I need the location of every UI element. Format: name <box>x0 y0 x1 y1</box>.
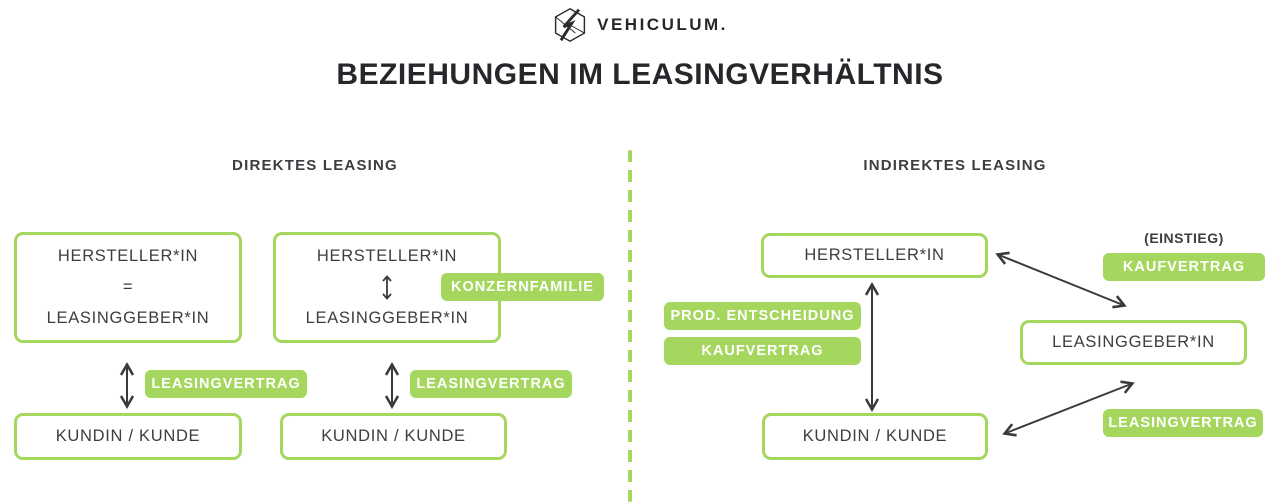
entry-point-label: (EINSTIEG) <box>1144 230 1224 246</box>
indirect-lessor-box: LEASINGGEBER*IN <box>1020 320 1247 365</box>
section-divider-dashed-line <box>628 150 632 502</box>
manufacturer-lessor-arrow-indirect <box>999 255 1123 305</box>
vehiculum-logo-text: VEHICULUM. <box>597 15 728 34</box>
product-decision-badge: PROD. ENTSCHEIDUNG <box>664 302 861 330</box>
direct-customer-box-1: KUNDIN / KUNDE <box>14 413 242 460</box>
lessor-customer-arrow-indirect <box>1006 384 1131 433</box>
group-family-badge: KONZERNFAMILIE <box>441 273 604 301</box>
indirect-customer-box: KUNDIN / KUNDE <box>762 413 988 460</box>
box-line: LEASINGGEBER*IN <box>305 309 469 327</box>
vehiculum-logo: VEHICULUM. <box>0 6 1280 44</box>
vehiculum-logo-icon <box>554 7 586 43</box>
purchase-contract-badge-top: KAUFVERTRAG <box>1103 253 1265 281</box>
direct-manufacturer-equals-lessor-box: HERSTELLER*IN = LEASINGGEBER*IN <box>14 232 242 343</box>
box-line: LEASINGGEBER*IN <box>46 309 210 327</box>
direct-leasing-heading: DIREKTES LEASING <box>232 157 398 174</box>
leasing-contract-badge-direct-1: LEASINGVERTRAG <box>145 370 307 398</box>
direct-customer-box-2: KUNDIN / KUNDE <box>280 413 507 460</box>
indirect-manufacturer-box: HERSTELLER*IN <box>761 233 988 278</box>
purchase-contract-badge-left: KAUFVERTRAG <box>664 337 861 365</box>
box-line: HERSTELLER*IN <box>57 247 199 265</box>
indirect-leasing-heading: INDIREKTES LEASING <box>863 157 1047 174</box>
equals-sign: = <box>122 278 134 296</box>
box-line: HERSTELLER*IN <box>316 247 458 265</box>
page-title: BEZIEHUNGEN IM LEASINGVERHÄLTNIS <box>336 58 944 91</box>
leasing-contract-badge-direct-2: LEASINGVERTRAG <box>410 370 572 398</box>
leasing-contract-badge-indirect: LEASINGVERTRAG <box>1103 409 1263 437</box>
vertical-double-arrow-icon <box>382 275 392 300</box>
